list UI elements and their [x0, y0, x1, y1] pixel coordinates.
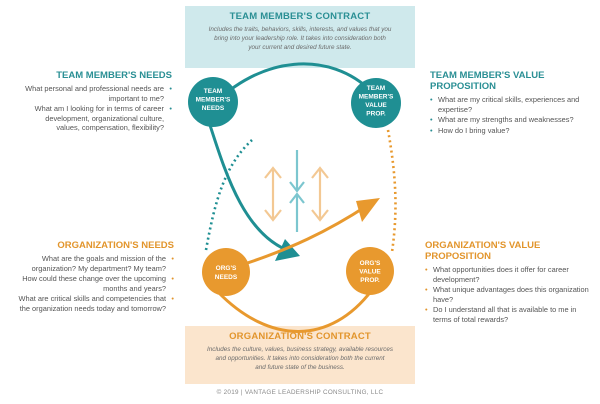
team-members-value-section: TEAM MEMBER'S VALUE PROPOSITION What are…	[430, 70, 580, 136]
org-contract-desc-line: and opportunities. It takes into conside…	[215, 355, 385, 363]
circle-label-line: PROP.	[366, 111, 386, 118]
org-value-title-line: PROPOSITION	[425, 251, 491, 262]
team-needs-title: TEAM MEMBER'S NEEDS	[56, 70, 172, 81]
list-item: What are the goals and mission of the or…	[8, 254, 174, 273]
org-contract-title: ORGANIZATION'S CONTRACT	[229, 331, 371, 342]
list-item: What are my strengths and weaknesses?	[430, 115, 580, 125]
team-contract-desc-line: Includes the traits, behaviors, skills, …	[208, 26, 392, 33]
team-contract-desc-line: your current and desired future state.	[248, 44, 352, 52]
circle-label-line: PROP.	[360, 277, 380, 284]
org-needs-questions: What are the goals and mission of the or…	[8, 254, 174, 314]
light-teal-up-arrow	[289, 192, 305, 232]
org-contract-description: Includes the culture, values, business s…	[193, 345, 407, 373]
circle-orgs-value-prop: ORG'S VALUE PROP.	[346, 247, 394, 295]
circle-orgs-needs: ORG'S NEEDS	[202, 248, 250, 296]
list-item: What are critical skills and competencie…	[8, 294, 174, 313]
circle-team-members-needs: TEAM MEMBER'S NEEDS	[188, 77, 238, 127]
circle-label-line: ORG'S	[360, 260, 381, 267]
organizations-needs-section: ORGANIZATION'S NEEDS What are the goals …	[8, 240, 174, 315]
circle-label-line: VALUE	[359, 269, 381, 276]
circle-team-members-value-prop: TEAM MEMBER'S VALUE PROP.	[351, 78, 401, 128]
team-value-title-line: TEAM MEMBER'S VALUE	[430, 70, 545, 81]
list-item: What opportunities does it offer for car…	[425, 265, 590, 284]
circle-label-line: MEMBER'S	[359, 94, 394, 101]
copyright-text: © 2019 | VANTAGE LEADERSHIP CONSULTING, …	[216, 389, 384, 396]
team-contract-desc-line: bring into your leadership role. It take…	[214, 35, 386, 43]
circle-label-line: MEMBER'S	[196, 97, 231, 104]
circle-label-line: NEEDS	[202, 105, 225, 112]
light-orange-double-arrow-right	[311, 166, 329, 222]
center-double-arrows	[264, 150, 329, 232]
list-item: How do I bring value?	[430, 126, 580, 136]
team-contract-description: Includes the traits, behaviors, skills, …	[193, 25, 407, 53]
circle-label-line: TEAM	[204, 88, 222, 95]
org-value-title: ORGANIZATION'S VALUE PROPOSITION	[425, 240, 590, 262]
list-item: What personal and professional needs are…	[22, 84, 172, 103]
team-value-questions: What are my critical skills, experiences…	[430, 95, 580, 135]
team-members-contract-box: TEAM MEMBER'S CONTRACT Includes the trai…	[185, 6, 415, 68]
list-item: Do I understand all that is available to…	[425, 305, 590, 324]
organizations-value-section: ORGANIZATION'S VALUE PROPOSITION What op…	[425, 240, 590, 326]
light-teal-down-arrow	[289, 150, 305, 193]
teal-dotted-line	[204, 139, 253, 251]
team-value-title: TEAM MEMBER'S VALUE PROPOSITION	[430, 70, 580, 92]
light-orange-double-arrow-left	[264, 166, 282, 222]
team-members-needs-section: TEAM MEMBER'S NEEDS What personal and pr…	[22, 70, 172, 134]
list-item: How could these change over the upcoming…	[8, 274, 174, 293]
organizations-contract-box: ORGANIZATION'S CONTRACT Includes the cul…	[185, 326, 415, 384]
orange-flow-curve	[231, 203, 369, 270]
circle-label-line: ORG'S	[216, 265, 237, 272]
circle-label-line: NEEDS	[215, 274, 238, 281]
org-contract-desc-line: and future state of the business.	[255, 364, 345, 372]
org-value-title-line: ORGANIZATION'S VALUE	[425, 240, 541, 251]
teal-arrowhead	[275, 239, 300, 261]
circle-label-line: VALUE	[365, 102, 387, 109]
list-item: What am I looking for in terms of career…	[22, 104, 172, 133]
list-item: What are my critical skills, experiences…	[430, 95, 580, 114]
org-value-questions: What opportunities does it offer for car…	[425, 265, 590, 325]
list-item: What unique advantages does this organiz…	[425, 285, 590, 304]
org-needs-title: ORGANIZATION'S NEEDS	[57, 240, 174, 251]
circle-label-line: TEAM	[367, 85, 385, 92]
orange-dotted-line	[386, 129, 397, 253]
team-needs-questions: What personal and professional needs are…	[22, 84, 172, 133]
team-value-title-line: PROPOSITION	[430, 81, 496, 92]
teal-flow-curve	[203, 109, 293, 254]
orange-bottom-arc	[216, 289, 374, 333]
org-contract-desc-line: Includes the culture, values, business s…	[206, 346, 394, 353]
orange-arrowhead	[356, 198, 380, 222]
team-contract-title: TEAM MEMBER'S CONTRACT	[229, 11, 371, 22]
